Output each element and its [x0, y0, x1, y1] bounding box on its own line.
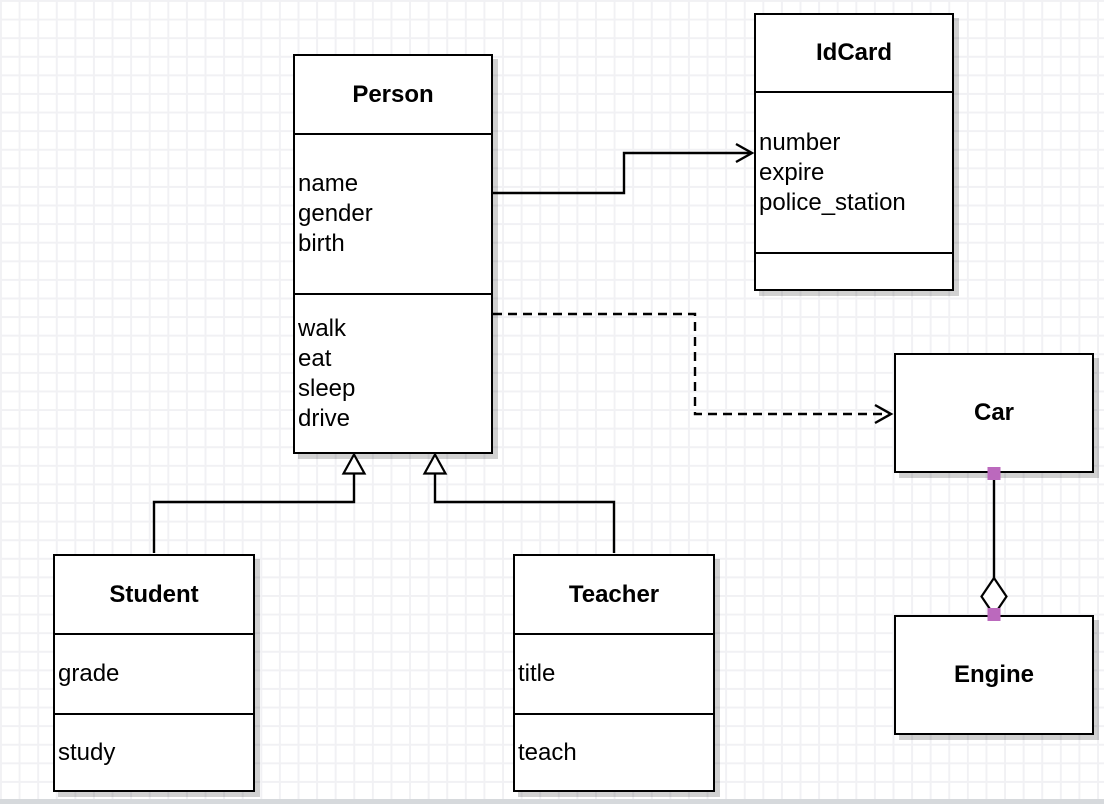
method-label: eat: [298, 344, 332, 372]
methods-compartment: teach: [515, 713, 713, 790]
class-box-teacher[interactable]: Teacher title teach: [513, 554, 715, 792]
aggregation-connector-car-engine[interactable]: [980, 467, 1008, 621]
attribute-label: title: [518, 660, 556, 687]
class-box-engine[interactable]: Engine: [894, 615, 1094, 735]
attributes-compartment: number expire police_station: [756, 91, 952, 252]
class-title: Engine: [953, 661, 1034, 688]
hollow-diamond-arrowhead-icon: [980, 576, 1008, 617]
attribute-label: police_station: [759, 188, 906, 216]
association-connector-person-idcard[interactable]: [493, 142, 755, 195]
class-box-car[interactable]: Car: [894, 353, 1094, 473]
attributes-compartment: title: [515, 633, 713, 713]
method-label: study: [58, 738, 116, 766]
generalization-connector-student-person[interactable]: [152, 452, 367, 554]
class-title: Person: [352, 80, 434, 108]
methods-compartment: walk eat sleep drive: [295, 293, 491, 452]
attribute-label: grade: [58, 660, 120, 687]
hollow-triangle-arrowhead-icon: [422, 452, 448, 475]
class-box-student[interactable]: Student grade study: [53, 554, 255, 792]
generalization-connector-teacher-person[interactable]: [422, 452, 616, 554]
canvas-bottom-edge: [0, 799, 1104, 804]
class-box-idcard[interactable]: IdCard number expire police_station: [754, 13, 954, 291]
method-label: drive: [298, 404, 351, 432]
method-label: teach: [518, 738, 577, 766]
methods-compartment-empty: [756, 252, 952, 289]
class-title: Teacher: [568, 580, 660, 608]
attributes-compartment: grade: [55, 633, 253, 713]
class-box-person[interactable]: Person name gender birth walk eat sleep …: [293, 54, 493, 454]
hollow-triangle-arrowhead-icon: [341, 452, 367, 475]
open-arrowhead-icon: [874, 403, 894, 425]
open-arrowhead-icon: [735, 142, 755, 164]
attribute-label: gender: [298, 200, 373, 227]
attribute-label: expire: [759, 158, 825, 186]
class-title: Student: [109, 580, 199, 608]
class-title: Car: [973, 399, 1015, 426]
methods-compartment: study: [55, 713, 253, 790]
attribute-label: name: [298, 170, 359, 197]
dependency-connector-person-car[interactable]: [493, 312, 894, 425]
method-label: walk: [298, 314, 347, 342]
attributes-compartment: name gender birth: [295, 133, 491, 293]
method-label: sleep: [298, 374, 356, 402]
attribute-label: birth: [298, 230, 345, 257]
attribute-label: number: [759, 128, 841, 156]
class-title: IdCard: [815, 39, 892, 66]
